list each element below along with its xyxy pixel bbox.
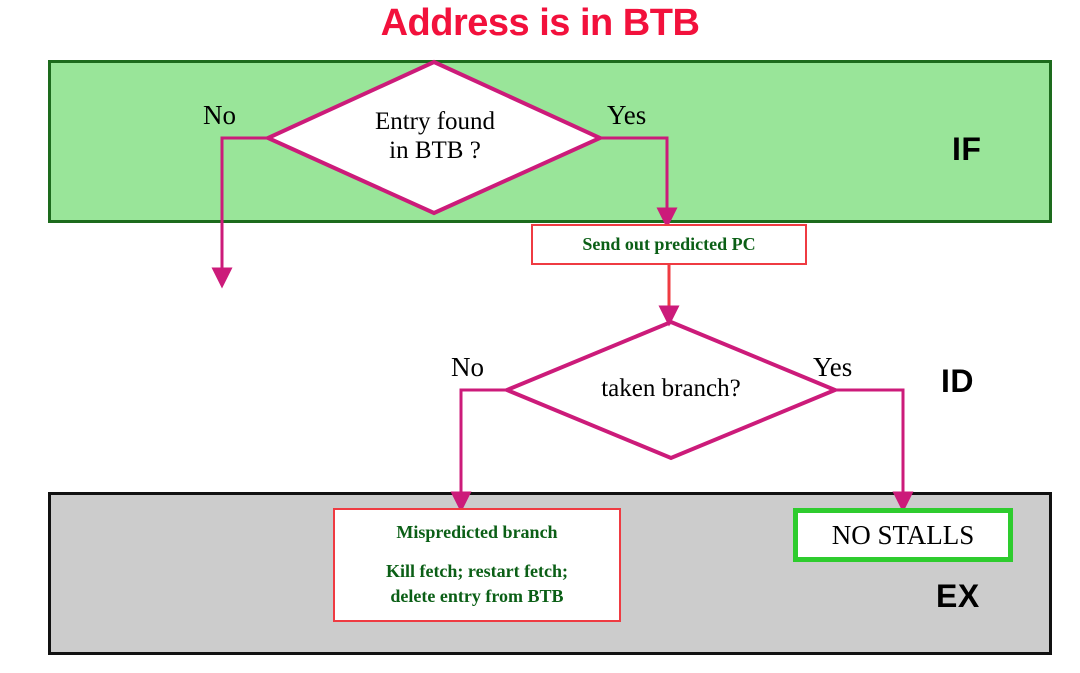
decision-diamond-taken-branch bbox=[501, 319, 841, 461]
connector-id-no bbox=[450, 388, 507, 513]
process-box-send-predicted-pc: Send out predicted PC bbox=[531, 224, 807, 265]
process-box-no-stalls-text: NO STALLS bbox=[831, 519, 975, 550]
stage-label-if: IF bbox=[952, 131, 982, 167]
connector-id-yes bbox=[835, 388, 914, 513]
mispredicted-heading: Mispredicted branch bbox=[396, 522, 558, 543]
connector-if-no bbox=[211, 136, 268, 289]
page-title: Address is in BTB bbox=[380, 2, 700, 44]
connector-if-yes bbox=[600, 136, 678, 229]
stage-label-ex: EX bbox=[936, 578, 980, 614]
stage-label-id: ID bbox=[941, 363, 974, 399]
branch-label-if-no: No bbox=[203, 100, 236, 130]
process-box-mispredicted-branch: Mispredicted branch Kill fetch; restart … bbox=[333, 508, 621, 622]
branch-label-id-yes: Yes bbox=[813, 352, 853, 382]
mispredicted-action-2: delete entry from BTB bbox=[390, 585, 564, 606]
mispredicted-action-1: Kill fetch; restart fetch; bbox=[385, 561, 569, 582]
process-box-send-predicted-pc-text: Send out predicted PC bbox=[582, 234, 756, 254]
decision-diamond-entry-found bbox=[263, 59, 605, 216]
branch-label-if-yes: Yes bbox=[607, 100, 647, 130]
process-box-no-stalls: NO STALLS bbox=[793, 508, 1013, 562]
branch-label-id-no: No bbox=[451, 352, 484, 382]
